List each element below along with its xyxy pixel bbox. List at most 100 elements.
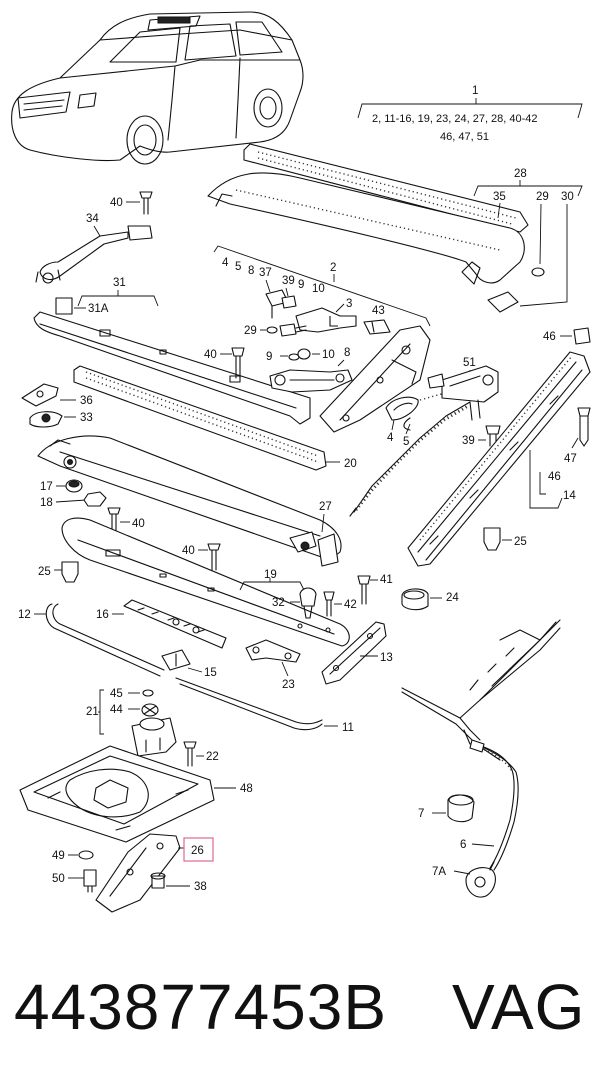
callout-12: 12	[18, 609, 31, 621]
callout-43: 43	[372, 305, 385, 317]
callout-49: 49	[52, 850, 65, 862]
callout-8-top: 8	[248, 265, 254, 277]
callout-15: 15	[204, 667, 217, 679]
cable-11: 11	[175, 677, 354, 734]
callout-4: 4	[222, 257, 229, 269]
diagram-drawing: 1 2, 11-16, 19, 23, 24, 27, 28, 40-42 46…	[11, 11, 591, 913]
callout-40-d: 40	[182, 545, 195, 557]
callout-39-top: 39	[282, 275, 295, 287]
callout-46-top: 46	[543, 331, 556, 343]
clip-24: 24	[401, 588, 459, 611]
callout-1-sublist: 2, 11-16, 19, 23, 24, 27, 28, 40-42	[372, 113, 538, 125]
callout-24: 24	[446, 592, 459, 604]
callout-31: 31	[113, 277, 126, 289]
callout-32: 32	[272, 597, 285, 609]
screw-40-c: 40	[107, 507, 145, 533]
callout-1: 1	[472, 85, 478, 97]
parts-36-33: 36 33	[21, 383, 93, 428]
callout-19: 19	[264, 569, 277, 581]
mechanism-assembly-2: 4 5 8 37 39 9 10 2 3 29 43 9 10 8	[213, 245, 499, 448]
callout-10-top: 10	[312, 283, 325, 295]
callout-38: 38	[194, 881, 207, 893]
callout-5: 5	[235, 261, 241, 273]
callout-41: 41	[380, 574, 393, 586]
callout-25-right: 25	[514, 536, 527, 548]
callout-6: 6	[460, 839, 466, 851]
nuts-17-18: 17 18	[40, 479, 107, 509]
callout-9-mid: 9	[266, 351, 272, 363]
callout-30: 30	[561, 191, 574, 203]
bracket-13: 13	[321, 621, 393, 685]
callout-18: 18	[40, 497, 53, 509]
body-section	[401, 619, 561, 871]
callout-48: 48	[240, 783, 253, 795]
callout-35: 35	[493, 191, 506, 203]
screw-39-right: 39	[462, 425, 501, 447]
part-23: 23	[245, 639, 301, 691]
callout-39-right: 39	[462, 435, 475, 447]
frame-48: 48	[19, 745, 253, 843]
callout-37: 37	[259, 267, 272, 279]
bracket-26: 26	[95, 833, 214, 913]
brand-name: VAG	[452, 971, 586, 1043]
car-illustration	[11, 11, 304, 165]
callout-3: 3	[346, 298, 352, 310]
roof-guide-rail: 28 35 29 30	[207, 143, 583, 313]
cable-12: 12	[18, 603, 165, 677]
callout-14: 14	[563, 490, 576, 502]
callout-17: 17	[40, 481, 53, 493]
callout-9-top: 9	[298, 279, 304, 291]
callout-51: 51	[463, 357, 476, 369]
callout-36: 36	[80, 395, 93, 407]
callout-21: 21	[86, 706, 99, 718]
fasteners-49-50-38: 49 50 38	[52, 850, 207, 893]
part-number: 443877453B	[14, 971, 388, 1043]
callout-42: 42	[344, 599, 357, 611]
callout-7: 7	[418, 808, 424, 820]
callout-group-1: 1 2, 11-16, 19, 23, 24, 27, 28, 40-42 46…	[357, 85, 583, 143]
callout-40-c: 40	[132, 518, 145, 530]
part-15: 15	[161, 649, 217, 679]
callout-13: 13	[380, 652, 393, 664]
parts-7-6-7a: 7 6 7A	[418, 794, 496, 898]
callout-50: 50	[52, 873, 65, 885]
callout-8-mid: 8	[344, 347, 350, 359]
callout-45: 45	[110, 688, 123, 700]
rail-20: 20	[73, 365, 357, 471]
callout-4-mid: 4	[387, 432, 394, 444]
callout-11: 11	[342, 722, 354, 734]
group-19: 19 32 42 41	[239, 569, 393, 619]
guide-mechanism-27: 27	[37, 435, 342, 567]
callout-29: 29	[536, 191, 549, 203]
callout-22: 22	[206, 751, 219, 763]
callout-29-mid: 29	[244, 325, 257, 337]
callout-10-mid: 10	[322, 349, 335, 361]
callout-33: 33	[80, 412, 93, 424]
callout-31a: 31A	[88, 303, 109, 315]
callout-20: 20	[344, 458, 357, 470]
callout-25-left: 25	[38, 566, 51, 578]
screw-40-mid: 40	[204, 347, 245, 379]
callout-26: 26	[191, 845, 204, 857]
callout-5-mid: 5	[403, 436, 409, 448]
side-rail-46: 46 47 46 14 25	[407, 327, 591, 567]
callout-23: 23	[282, 679, 295, 691]
drive-cable	[349, 401, 471, 517]
callout-47: 47	[564, 453, 577, 465]
callout-46-mid: 46	[548, 471, 561, 483]
callout-27: 27	[319, 501, 332, 513]
bracket-31: 31 31A	[33, 277, 311, 425]
link-34-assembly: 40 34	[35, 191, 153, 284]
callout-1-sublist-2: 46, 47, 51	[440, 131, 489, 143]
motor-group-21: 21 45 44 22	[86, 688, 219, 767]
bar-16: 16	[96, 599, 227, 649]
callout-34: 34	[86, 213, 99, 225]
callout-2: 2	[330, 262, 336, 274]
callout-28: 28	[514, 168, 527, 180]
callout-40-top: 40	[110, 197, 123, 209]
lower-frame: 25 40	[38, 517, 350, 647]
callout-16: 16	[96, 609, 109, 621]
callout-44: 44	[110, 704, 123, 716]
highlight-box	[183, 837, 214, 862]
